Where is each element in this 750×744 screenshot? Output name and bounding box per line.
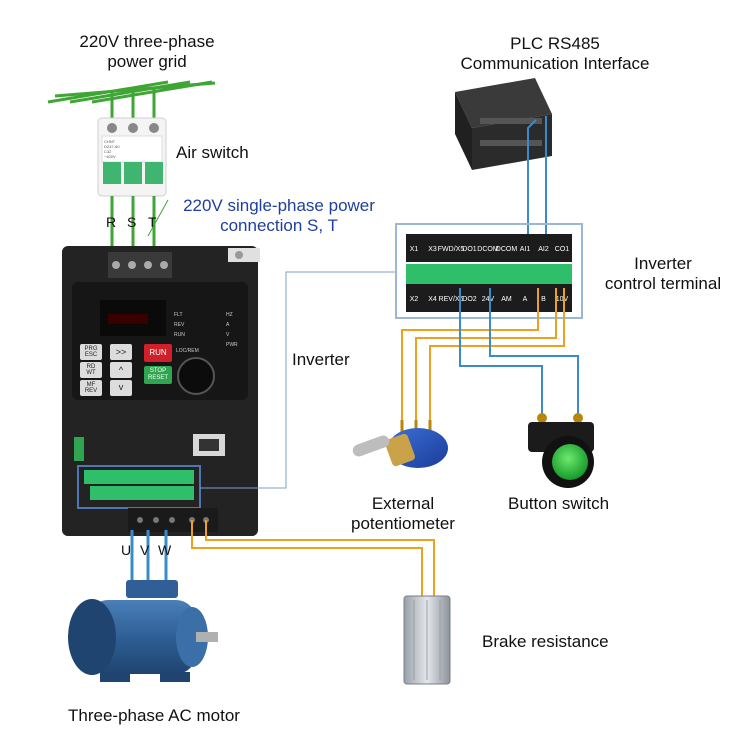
status-indicator: PWR <box>226 342 238 348</box>
terminal-label: AI2 <box>538 246 549 253</box>
potentiometer <box>352 420 448 468</box>
run-key: RUN <box>149 348 167 357</box>
terminal-label: REV/X6 <box>439 296 464 303</box>
prg-esc-key: PRG ESC <box>84 346 98 358</box>
inverter-label: Inverter <box>292 350 350 369</box>
terminal-label: 10V <box>556 296 569 303</box>
terminal-label: X1 <box>410 246 419 253</box>
shift-key: >> <box>115 347 127 357</box>
plc-module <box>455 78 552 170</box>
power-grid-label: 220V three-phase power grid <box>79 32 215 71</box>
plc-label: PLC RS485 Communication Interface <box>460 34 650 73</box>
inverter-body <box>62 246 260 536</box>
brake-label: Brake resistance <box>482 632 609 651</box>
potentiometer-wires <box>401 288 565 420</box>
status-left-indicators: FLT REV RUN <box>174 310 185 340</box>
phase-r-label: R <box>106 214 117 230</box>
terminal-label: X3 <box>428 246 437 253</box>
single-phase-label: 220V single-phase power connection S, T <box>183 196 375 235</box>
terminal-label: X4 <box>428 296 437 303</box>
power-grid-lines <box>47 80 216 122</box>
phase-u-label: U <box>121 542 132 558</box>
button-wires <box>459 288 579 418</box>
button-switch-label: Button switch <box>508 494 610 513</box>
stop-reset-key: STOP RESET <box>147 368 168 381</box>
phase-t-label: T <box>148 214 157 230</box>
inverter-keypad <box>80 344 172 396</box>
button-switch <box>528 413 594 488</box>
terminal-label: AI1 <box>520 246 531 253</box>
mf-rev-key: MF REV <box>84 382 98 394</box>
control-terminal-label: Inverter control terminal <box>604 254 722 293</box>
terminal-label: B <box>541 296 546 303</box>
air-switch-label: Air switch <box>176 143 249 162</box>
breaker-marking: CHNT <box>104 139 116 144</box>
terminal-label: AM <box>501 296 512 303</box>
brake-resistor <box>403 595 451 685</box>
breaker-marking: DZ47-60 <box>104 144 120 149</box>
motor-label: Three-phase AC motor <box>68 706 240 725</box>
terminal-label: DCOM <box>496 246 518 253</box>
status-indicator: A <box>226 322 230 328</box>
phase-v-label: V <box>140 542 150 558</box>
ac-motor <box>68 580 218 682</box>
potentiometer-label: External potentiometer <box>351 494 455 533</box>
terminal-label: DCOM <box>477 246 499 253</box>
phase-w-label: W <box>158 542 172 558</box>
rd-wt-key: RD WT <box>86 364 96 376</box>
terminal-label: DO2 <box>462 296 477 303</box>
terminal-label: FWD/X5 <box>438 246 465 253</box>
breaker-marking: ~400V <box>104 154 116 159</box>
status-indicator: V <box>226 332 230 338</box>
brake-wires <box>191 520 435 596</box>
terminal-label: A <box>523 296 528 303</box>
status-indicator: REV <box>174 322 185 328</box>
air-switch <box>97 117 167 248</box>
status-indicator: RUN <box>174 332 185 338</box>
phase-s-label: S <box>127 214 137 230</box>
loc-rem-label: LOC/REM <box>176 348 199 354</box>
down-key: v <box>118 382 124 392</box>
status-indicator: HZ <box>226 312 233 318</box>
terminal-label: DO1 <box>462 246 477 253</box>
terminal-label: 24V <box>482 296 495 303</box>
terminal-callout-line <box>200 271 396 489</box>
up-key: ^ <box>118 365 124 375</box>
terminal-label: X2 <box>410 296 419 303</box>
single-phase-pointer <box>147 199 169 237</box>
breaker-marking: C32 <box>104 149 112 154</box>
terminal-label: CO1 <box>555 246 570 253</box>
status-indicator: FLT <box>174 312 183 318</box>
